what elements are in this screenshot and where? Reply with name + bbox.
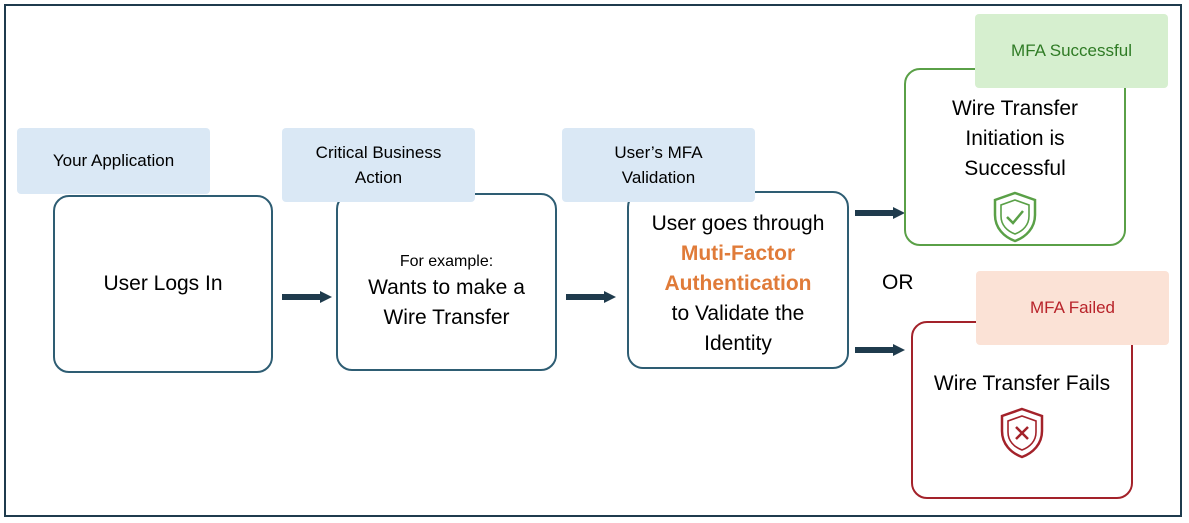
step-login-tag: Your Application (17, 128, 210, 194)
step-mfa-box: User goes through Muti-Factor Authentica… (627, 191, 849, 369)
step-mfa-line1: User goes through (651, 212, 825, 236)
step-action-text: Wants to make a Wire Transfer (368, 276, 525, 330)
step-action-prefix: For example: (399, 252, 494, 270)
step-login-text: User Logs In (103, 272, 223, 296)
step-login-box: User Logs In (53, 195, 273, 373)
step-mfa-tag: User’s MFA Validation (562, 128, 755, 202)
arrow-to-fail (855, 344, 905, 356)
fail-box: Wire Transfer Fails (911, 321, 1133, 499)
success-text: Wire Transfer Initiation is Successful (951, 97, 1079, 180)
step-mfa-line2: to Validate the Identity (671, 301, 805, 355)
success-box: Wire Transfer Initiation is Successful (904, 68, 1126, 246)
shield-x-icon (1000, 407, 1044, 459)
fail-tag: MFA Failed (976, 271, 1169, 345)
step-action-tag: Critical Business Action (282, 128, 475, 202)
step-mfa-highlight: Muti-Factor Authentication (664, 242, 812, 296)
success-tag: MFA Successful (975, 14, 1168, 88)
diagram-frame (4, 4, 1182, 517)
step-action-box: For example: Wants to make a Wire Transf… (336, 193, 557, 371)
or-label: OR (882, 271, 914, 294)
fail-text: Wire Transfer Fails (933, 372, 1111, 395)
arrow-2 (566, 291, 616, 303)
arrow-to-success (855, 207, 905, 219)
shield-check-icon (993, 192, 1037, 243)
arrow-1 (282, 291, 332, 303)
